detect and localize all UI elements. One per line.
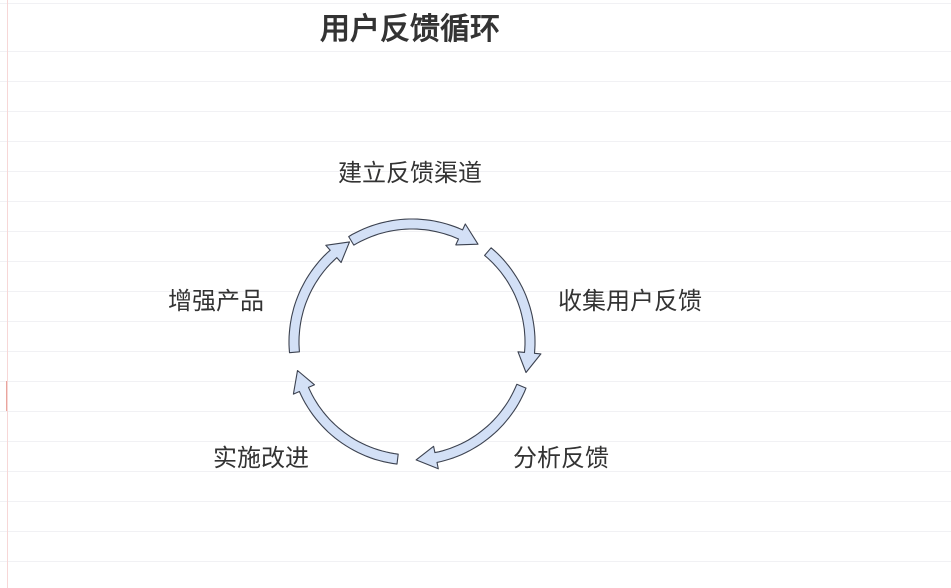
margin-line bbox=[7, 0, 8, 588]
arrow-implement-to-enhance bbox=[292, 369, 399, 465]
arrow-enhance-to-establish bbox=[288, 241, 351, 354]
step-label-enhance-product: 增强产品 bbox=[168, 287, 264, 315]
text-cursor bbox=[6, 381, 7, 411]
arrow-collect-to-analyze bbox=[484, 247, 542, 374]
step-label-analyze-feedback: 分析反馈 bbox=[513, 444, 609, 472]
arrow-analyze-to-implement bbox=[415, 383, 527, 470]
step-label-implement-improvements: 实施改进 bbox=[213, 444, 309, 472]
step-label-establish-channels: 建立反馈渠道 bbox=[338, 159, 482, 187]
arrow-establish-to-collect bbox=[348, 218, 479, 246]
step-label-collect-feedback: 收集用户反馈 bbox=[558, 287, 702, 315]
diagram-title: 用户反馈循环 bbox=[320, 12, 500, 47]
